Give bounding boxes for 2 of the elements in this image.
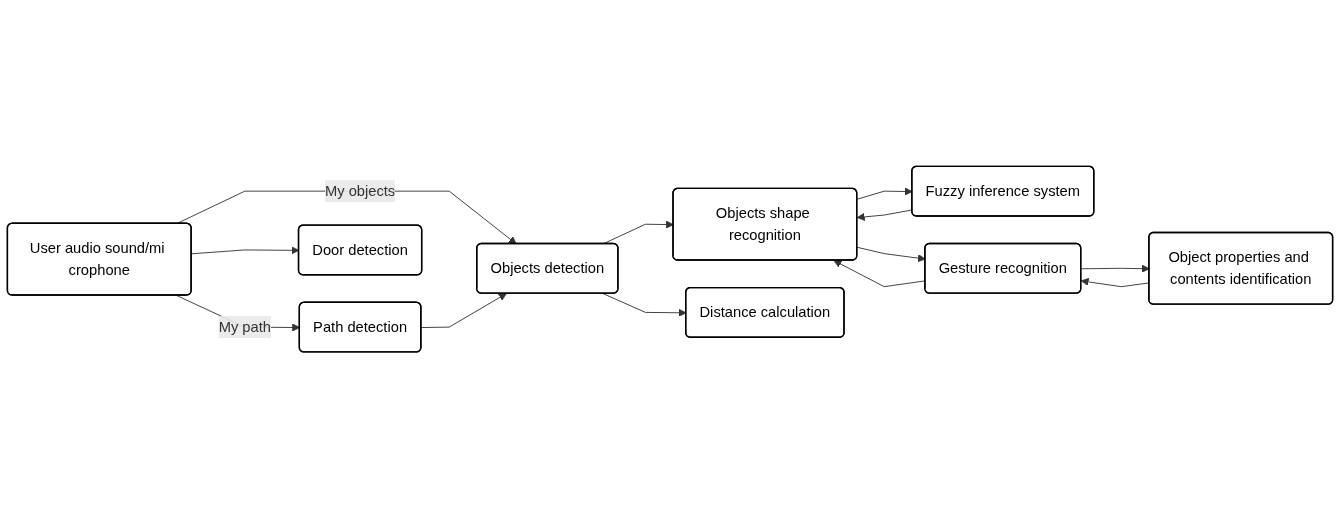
edge-label: My path	[218, 319, 271, 335]
edge-label: My objects	[324, 183, 396, 199]
